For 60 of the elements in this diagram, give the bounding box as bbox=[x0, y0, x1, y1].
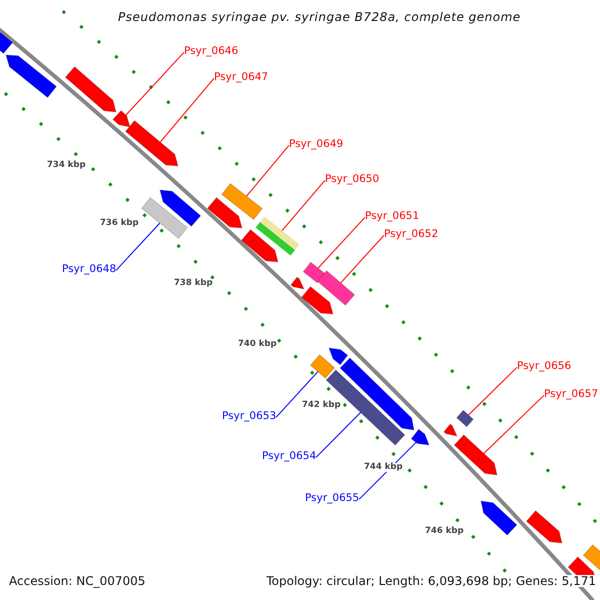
gene-feature bbox=[140, 196, 188, 240]
gene-label: Psyr_0654 bbox=[262, 451, 316, 462]
gene-label: Psyr_0651 bbox=[365, 211, 420, 222]
leader-line bbox=[276, 371, 318, 418]
gene-feature bbox=[328, 347, 348, 366]
gene-feature bbox=[300, 286, 334, 315]
gene-label: Psyr_0657 bbox=[544, 389, 598, 400]
gene-feature bbox=[159, 189, 202, 227]
leader-line bbox=[483, 394, 544, 454]
scale-label: 746 kbp bbox=[425, 527, 464, 536]
leader-line bbox=[468, 366, 518, 416]
gene-label: Psyr_0652 bbox=[384, 229, 438, 240]
gene-feature bbox=[302, 262, 326, 284]
gene-label: Psyr_0649 bbox=[289, 139, 344, 150]
scale-label: 740 kbp bbox=[238, 340, 277, 348]
leader-line bbox=[116, 222, 160, 271]
gene-feature bbox=[326, 369, 406, 446]
gene-label: Psyr_0655 bbox=[305, 493, 360, 504]
scale-label: 736 kbp bbox=[100, 219, 139, 228]
scale-label: 742 kbp bbox=[302, 401, 341, 410]
gene-feature bbox=[221, 182, 263, 220]
gene-label: Psyr_0646 bbox=[184, 46, 238, 56]
gene-feature bbox=[310, 354, 336, 379]
gene-feature bbox=[582, 544, 600, 572]
gene-feature bbox=[526, 510, 563, 544]
scale-label: 734 kbp bbox=[47, 161, 86, 170]
gene-feature bbox=[480, 500, 518, 536]
gene-label: Psyr_0653 bbox=[222, 411, 276, 422]
scale-label: 744 kbp bbox=[364, 463, 403, 472]
footer-text: Topology: circular; Length: 6,093,698 bp; Genes: 5,171 bbox=[266, 575, 596, 587]
gene-label: Psyr_0650 bbox=[325, 174, 380, 184]
gene-feature bbox=[316, 270, 356, 306]
gene-feature bbox=[456, 410, 474, 428]
title: Pseudomonas syringae pv. syringae B728a, complete genome bbox=[118, 11, 521, 23]
leader-line bbox=[316, 412, 362, 458]
gene-label: Psyr_0647 bbox=[214, 72, 268, 82]
gene-label: Psyr_0656 bbox=[517, 361, 572, 372]
gene-feature bbox=[112, 110, 131, 128]
scale-label: 738 kbp bbox=[174, 279, 213, 288]
gene-feature bbox=[290, 276, 305, 290]
gene-feature bbox=[256, 216, 300, 256]
gene-feature bbox=[206, 196, 243, 229]
gene-feature bbox=[454, 434, 498, 476]
footer-text: Accession: NC_007005 bbox=[9, 575, 146, 587]
leader-line bbox=[282, 180, 326, 232]
leader-line bbox=[340, 234, 384, 284]
leader-line bbox=[125, 52, 184, 116]
gene-feature bbox=[443, 423, 458, 437]
leader-line bbox=[246, 144, 290, 197]
leader-line bbox=[318, 216, 366, 269]
gene-feature bbox=[339, 357, 415, 431]
gene-label: Psyr_0648 bbox=[62, 264, 116, 274]
gene-feature bbox=[5, 54, 58, 98]
leader-line bbox=[160, 78, 214, 143]
gene-feature bbox=[240, 228, 279, 263]
gene-feature bbox=[124, 120, 179, 167]
gene-feature bbox=[410, 428, 430, 446]
leader-line bbox=[358, 442, 417, 500]
gene-feature bbox=[64, 66, 117, 113]
gene-feature bbox=[0, 32, 14, 54]
